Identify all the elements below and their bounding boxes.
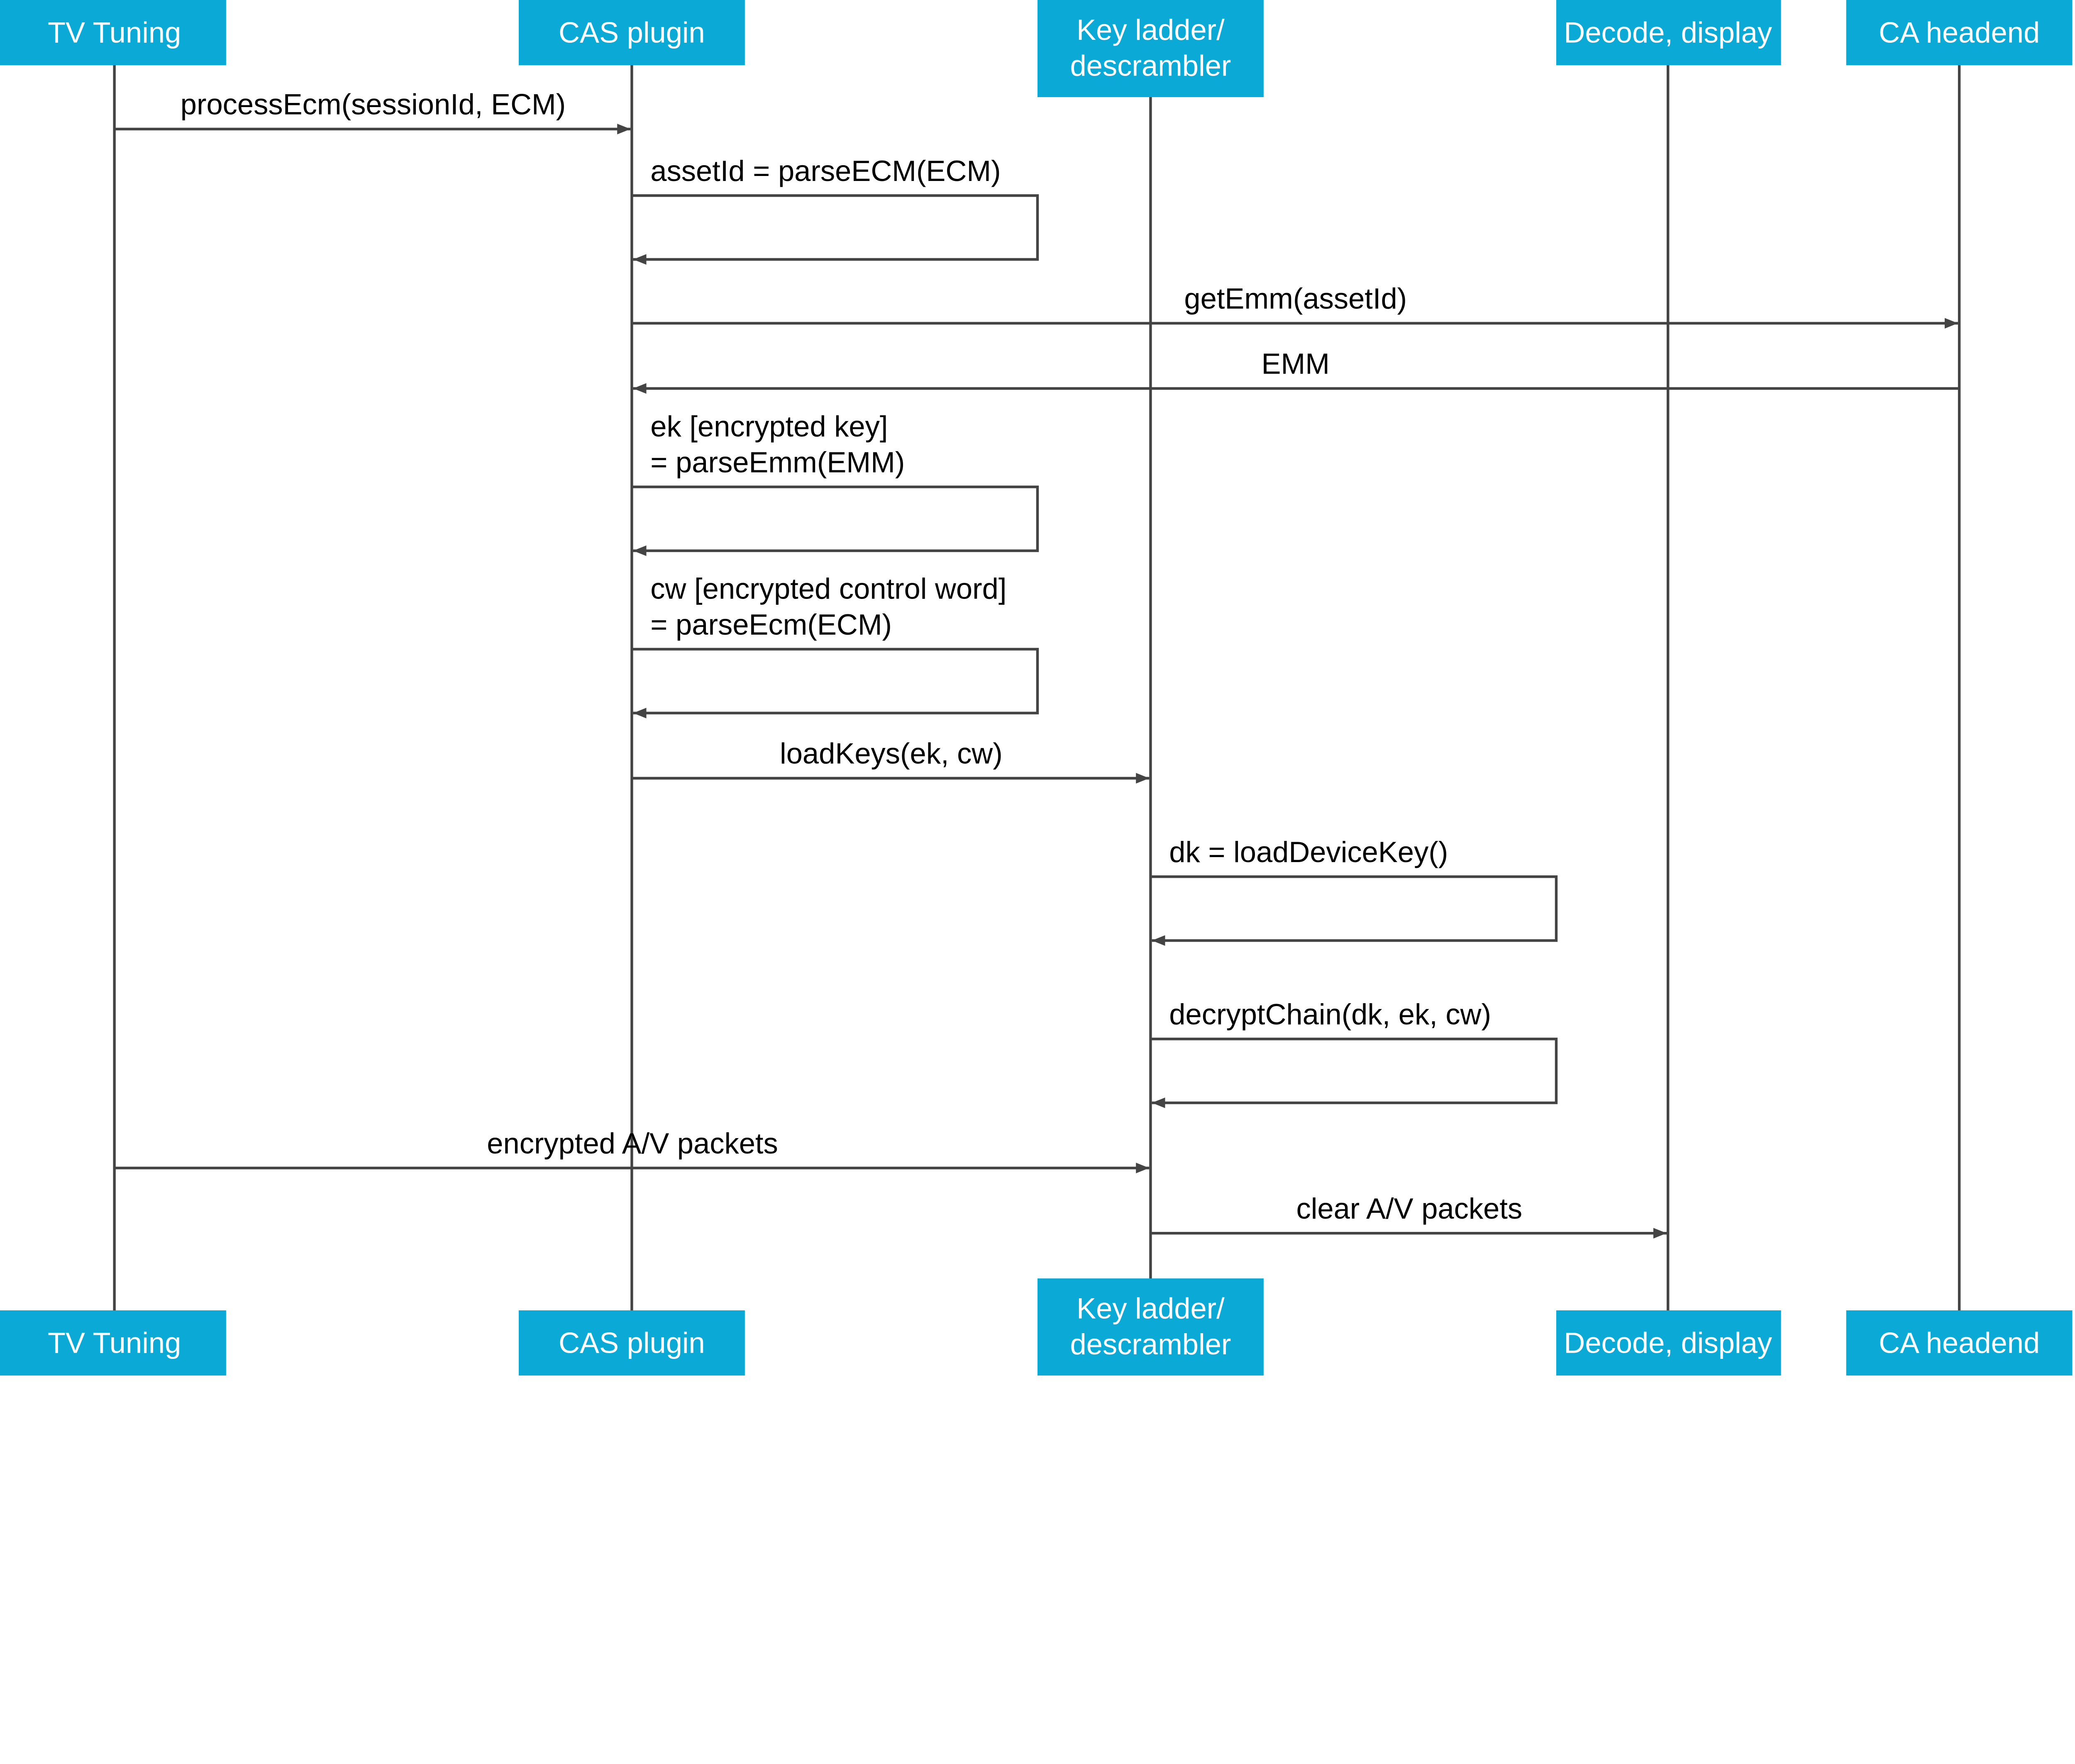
- message-label: cw [encrypted control word]: [650, 572, 1006, 605]
- self-call-arrow: [632, 194, 1039, 265]
- participant-bottom-key-ladder-descrambler: Key ladder/descrambler: [1037, 1278, 1264, 1376]
- message-label: processEcm(sessionId, ECM): [181, 88, 566, 121]
- message-label: assetId = parseECM(ECM): [650, 154, 1001, 187]
- participant-box: [0, 1310, 226, 1376]
- participant-label: TV Tuning: [48, 16, 181, 49]
- messages: processEcm(sessionId, ECM) assetId = pars…: [114, 88, 1960, 1239]
- message-9: decryptChain(dk, ek, cw): [1150, 998, 1558, 1108]
- message-label: loadKeys(ek, cw): [780, 737, 1003, 770]
- message-label: = parseEcm(ECM): [650, 608, 892, 641]
- message-3: getEmm(assetId): [632, 282, 1958, 329]
- message-8: dk = loadDeviceKey(): [1150, 836, 1558, 946]
- participant-bottom-decode-display: Decode, display: [1556, 1310, 1781, 1376]
- participant-label: Decode, display: [1564, 16, 1772, 49]
- message-label: decryptChain(dk, ek, cw): [1169, 998, 1491, 1031]
- participant-box: [518, 1310, 745, 1376]
- message-10: encrypted A/V packets: [114, 1127, 1150, 1173]
- participant-box: [1037, 1278, 1264, 1376]
- participant-label: CA headend: [1879, 1327, 2040, 1359]
- participant-box: [1556, 0, 1781, 66]
- participant-top-cas-plugin: CAS plugin: [518, 0, 745, 66]
- participant-top-decode-display: Decode, display: [1556, 0, 1781, 66]
- message-5: ek [encrypted key] = parseEmm(EMM): [632, 410, 1039, 556]
- participant-box: [518, 0, 745, 66]
- participant-bottom-tv-tuning: TV Tuning: [0, 1310, 226, 1376]
- participant-label: descrambler: [1070, 1328, 1231, 1361]
- self-call-arrow: [632, 647, 1039, 718]
- message-label: encrypted A/V packets: [487, 1127, 778, 1160]
- participant-box: [1556, 1310, 1781, 1376]
- message-7: loadKeys(ek, cw): [632, 737, 1150, 784]
- message-4: EMM: [633, 347, 1960, 394]
- participant-label: descrambler: [1070, 49, 1231, 82]
- participant-top-tv-tuning: TV Tuning: [0, 0, 226, 66]
- participant-label: Key ladder/: [1077, 13, 1225, 46]
- participant-box: [1037, 0, 1264, 97]
- message-6: cw [encrypted control word]= parseEcm(EC…: [632, 572, 1039, 718]
- message-label: ek [encrypted key]: [650, 410, 888, 442]
- message-label: clear A/V packets: [1296, 1192, 1522, 1225]
- participant-bottom-cas-plugin: CAS plugin: [518, 1310, 745, 1376]
- participant-label: Decode, display: [1564, 1327, 1772, 1359]
- message-11: clear A/V packets: [1150, 1192, 1667, 1239]
- lifelines: [113, 53, 1961, 1317]
- self-call-arrow: [1150, 1037, 1558, 1108]
- message-label: = parseEmm(EMM): [650, 446, 905, 479]
- participant-top-key-ladder-descrambler: Key ladder/descrambler: [1037, 0, 1264, 97]
- participant-top-ca-headend: CA headend: [1846, 0, 2073, 66]
- self-call-arrow: [1150, 875, 1558, 946]
- message-label: EMM: [1262, 347, 1330, 380]
- message-1: processEcm(sessionId, ECM): [114, 88, 631, 134]
- participant-label: TV Tuning: [48, 1327, 181, 1359]
- message-2: assetId = parseECM(ECM): [632, 154, 1039, 265]
- message-label: dk = loadDeviceKey(): [1169, 836, 1448, 868]
- participant-box: [0, 0, 226, 66]
- participant-label: CAS plugin: [559, 1327, 705, 1359]
- participant-bottom-ca-headend: CA headend: [1846, 1310, 2073, 1376]
- participant-box: [1846, 0, 2073, 66]
- participant-box: [1846, 1310, 2073, 1376]
- message-label: getEmm(assetId): [1184, 282, 1407, 315]
- participant-label: CA headend: [1879, 16, 2040, 49]
- participant-label: CAS plugin: [559, 16, 705, 49]
- sequence-diagram: processEcm(sessionId, ECM) assetId = pars…: [0, 0, 2073, 1376]
- self-call-arrow: [632, 485, 1039, 556]
- participant-label: Key ladder/: [1077, 1292, 1225, 1324]
